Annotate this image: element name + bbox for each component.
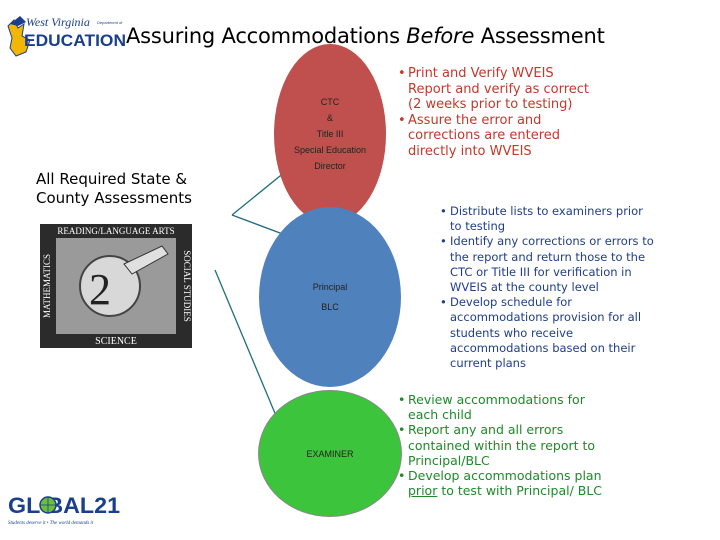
subject-top-label: READING/LANGUAGE ARTS	[57, 226, 174, 236]
global21-logo-text: GL BAL21	[8, 493, 120, 518]
examiner-bullet: Report any and all errors contained with…	[396, 422, 616, 468]
subject-bottom-label: SCIENCE	[95, 336, 137, 347]
ctc-bullet: Assure the error and corrections are ent…	[396, 113, 596, 160]
globe-icon	[39, 496, 57, 514]
principal-bullet: Identify any corrections or errors to th…	[438, 234, 656, 295]
logo-text-top: West Virginia	[26, 15, 90, 29]
role-ctc-line: CTC	[320, 97, 340, 107]
role-ctc-line: Director	[314, 161, 346, 171]
page-title: Assuring Accommodations Before Assessmen…	[126, 24, 605, 48]
ctc-bullet: Print and Verify WVEIS Report and verify…	[396, 66, 596, 113]
logo-text-main: EDUCATION	[24, 31, 126, 50]
logo-text-dept: Department of	[97, 20, 123, 25]
wv-education-logo: West Virginia Department of EDUCATION	[7, 15, 126, 57]
examiner-bullet: Develop accommodations plan prior to tes…	[396, 468, 616, 498]
role-examiner-circle: EXAMINER	[258, 390, 402, 517]
examiner-bullets: Review accommodations for each child Rep…	[396, 392, 616, 498]
role-ctc-line: Special Education	[293, 145, 367, 155]
role-ctc-circle: CTC & Title III Special Education Direct…	[274, 44, 386, 224]
role-ctc-line: &	[326, 113, 333, 123]
examiner-bullet: Review accommodations for each child	[396, 392, 616, 422]
connector-examiner	[214, 269, 283, 431]
principal-bullet: Develop schedule for accommodations prov…	[438, 295, 656, 371]
principal-bullet: Distribute lists to examiners prior to t…	[438, 204, 656, 234]
subject-right-label: SOCIAL STUDIES	[182, 250, 192, 321]
role-principal-circle: Principal BLC	[259, 207, 401, 387]
role-examiner-line: EXAMINER	[306, 448, 354, 459]
role-ctc-line: Title III	[316, 129, 344, 139]
global21-tagline: Students deserve it • The world demands …	[8, 521, 94, 526]
subject-left-label: MATHEMATICS	[42, 254, 52, 318]
role-principal-line: BLC	[321, 302, 339, 312]
subject-areas-image: READING/LANGUAGE ARTS MATHEMATICS SOCIAL…	[40, 224, 192, 348]
subject-center-number: 2	[89, 265, 111, 314]
role-principal-line: Principal	[312, 282, 348, 292]
assessments-label: All Required State & County Assessments	[36, 170, 192, 207]
ctc-bullets: Print and Verify WVEIS Report and verify…	[396, 66, 596, 159]
principal-bullets: Distribute lists to examiners prior to t…	[438, 204, 656, 371]
global21-logo: GL BAL21 Students deserve it • The world…	[8, 493, 120, 526]
wv-state-outline-icon	[7, 16, 31, 57]
